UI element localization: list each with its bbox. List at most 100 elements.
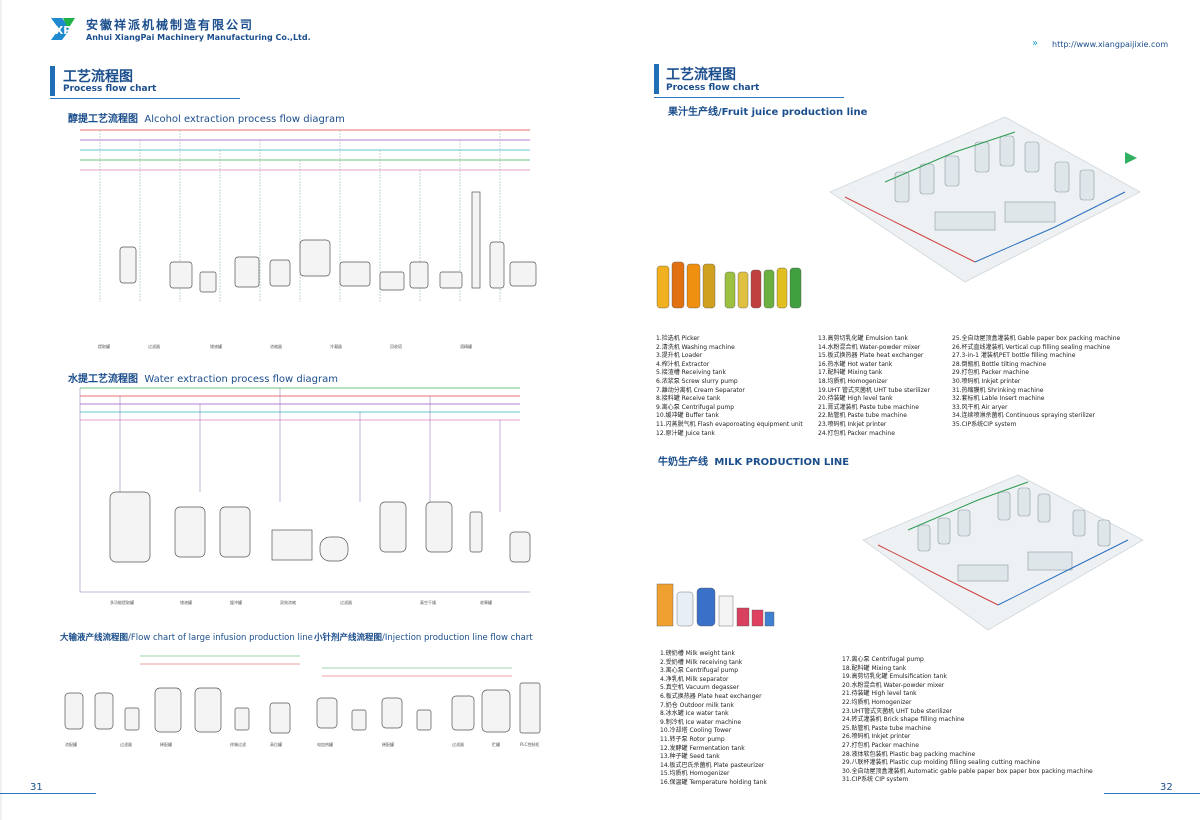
legend-item: 25.全自动屋顶盒灌装机 Gable paper box packing mac… bbox=[952, 335, 1121, 342]
water-title-cn: 水提工艺流程图 bbox=[68, 374, 138, 385]
right-page: » http://www.xiangpaijixie.com 工艺流程图 Pro… bbox=[600, 0, 1200, 820]
svg-text:过滤器: 过滤器 bbox=[148, 343, 160, 349]
legend-item: 19.UHT 管式灭菌机 UHT tube sterilizer bbox=[818, 386, 930, 394]
svg-text:酒精罐: 酒精罐 bbox=[460, 343, 472, 349]
legend-item: 1.磅奶槽 Milk weight tank bbox=[660, 650, 735, 657]
svg-text:提取罐: 提取罐 bbox=[98, 343, 110, 349]
svg-text:电加热罐: 电加热罐 bbox=[317, 741, 333, 747]
company-name-cn: 安徽祥派机械制造有限公司 bbox=[86, 18, 255, 32]
injection-flow-diagram: 电加热罐 稀配罐 过滤器 贮罐 PLC控制柜 bbox=[316, 667, 541, 747]
legend-item: 18.配料罐 Mixing tank bbox=[842, 664, 907, 672]
legend-item: 4.榨汁机 Extractor bbox=[656, 360, 710, 368]
injection-diagram-title: 小针剂产线流程图/Injection production line flow … bbox=[314, 631, 533, 643]
legend-item: 20.待装罐 High level tank bbox=[818, 395, 893, 403]
legend-item: 20.水粉混合机 Water-powder mixer bbox=[842, 681, 945, 689]
legend-item: 33.风干机 Air aryer bbox=[952, 403, 1008, 411]
legend-item: 24.打包机 Packer machine bbox=[818, 429, 895, 437]
legend-item: 7.離动分离机 Cream Separator bbox=[656, 386, 745, 394]
svg-text:过滤器: 过滤器 bbox=[452, 741, 464, 747]
legend-item: 13.高剪切乳化罐 Emulsion tank bbox=[818, 335, 909, 342]
svg-text:冷凝器: 冷凝器 bbox=[330, 343, 342, 349]
section-marker bbox=[50, 66, 55, 96]
legend-item: 8.接料罐 Receive tank bbox=[656, 395, 721, 403]
svg-text:终端过滤: 终端过滤 bbox=[230, 741, 246, 747]
svg-text:稀配罐: 稀配罐 bbox=[382, 741, 394, 747]
page-number-left: 31 bbox=[30, 782, 43, 793]
legend-item: 3.提升机 Loader bbox=[656, 352, 703, 360]
legend-item: 18.均质机 Homogenizer bbox=[818, 377, 888, 385]
legend-item: 32.套标机 Lable Insert machine bbox=[952, 395, 1045, 403]
alcohol-title-cn: 醇提工艺流程图 bbox=[68, 114, 138, 125]
flow-arrow-icon bbox=[1125, 152, 1137, 164]
svg-text:浓配罐: 浓配罐 bbox=[65, 741, 77, 747]
svg-text:缓冲罐: 缓冲罐 bbox=[230, 599, 242, 605]
legend-item: 21.待装罐 High level tank bbox=[842, 690, 917, 698]
legend-item: 35.CIP系统CIP system bbox=[952, 420, 1017, 428]
svg-text:多功能提取罐: 多功能提取罐 bbox=[110, 599, 134, 605]
legend-item: 11.转子泵 Rotor pump bbox=[660, 735, 725, 743]
legend-item: 34.连续喷淋杀菌机 Continuous spraying sterilize… bbox=[952, 412, 1096, 420]
alcohol-title-en: Alcohol extraction process flow diagram bbox=[144, 114, 345, 125]
legend-item: 27.打包机 Packer machine bbox=[842, 741, 919, 749]
infusion-title-cn: 大输液产线流程图 bbox=[60, 633, 129, 643]
milk-title-cn: 牛奶生产线 bbox=[658, 457, 708, 468]
website-link[interactable]: http://www.xiangpaijixie.com bbox=[1052, 40, 1169, 49]
legend-item: 12.原汁罐 Juice tank bbox=[656, 429, 715, 437]
legend-item: 10.冷却塔 Cooling Tower bbox=[660, 727, 732, 735]
infusion-diagram-title: 大输液产线流程图/Flow chart of large infusion pr… bbox=[60, 631, 313, 643]
svg-text:浓缩器: 浓缩器 bbox=[270, 343, 282, 349]
legend-item: 23.喷码机 Inkjet printer bbox=[818, 420, 887, 428]
legend-item: 25.贴管机 Paste tube machine bbox=[842, 724, 931, 732]
footer-line-left bbox=[0, 793, 96, 794]
legend-item: 10.缓冲罐 Buffer tank bbox=[656, 412, 719, 420]
legend-item: 5.真空机 Vacuum degasser bbox=[660, 684, 739, 692]
section-title-en: Process flow chart bbox=[666, 83, 760, 93]
injection-title-cn: 小针剂产线流程图 bbox=[314, 633, 383, 643]
section-title-cn: 工艺流程图 bbox=[63, 69, 133, 85]
svg-text:收膏罐: 收膏罐 bbox=[480, 599, 492, 605]
svg-text:双效浓缩: 双效浓缩 bbox=[280, 599, 296, 605]
legend-item: 28.液体软包装机 Plastic bag packing machine bbox=[842, 750, 976, 758]
legend-item: 21.膏式灌装机 Paste tube machine bbox=[818, 403, 919, 411]
alcohol-diagram-title: 醇提工艺流程图 Alcohol extraction process flow … bbox=[68, 110, 345, 125]
legend-item: 14.板式巴氏杀菌机 Plate pasteurizer bbox=[660, 761, 765, 769]
legend-item: 6.浓浆泵 Screw slurry pump bbox=[656, 377, 738, 385]
section-title-cn: 工艺流程图 bbox=[666, 67, 736, 83]
svg-text:储液罐: 储液罐 bbox=[210, 343, 222, 349]
injection-title-en: /Injection production line flow chart bbox=[382, 633, 533, 643]
legend-item: 16.保温罐 Temperature holding tank bbox=[660, 778, 767, 786]
legend-item: 16.热水罐 Hot water tank bbox=[818, 360, 893, 368]
legend-item: 29.打包机 Packer machine bbox=[952, 369, 1029, 377]
left-page: XP 安徽祥派机械制造有限公司 Anhui XiangPai Machinery… bbox=[0, 18, 541, 794]
infusion-flow-diagram: 浓配罐过滤器稀配罐终端过滤高位罐 bbox=[64, 655, 300, 747]
legend-item: 11.闪蒸脱气机 Flash evaporoating equipment un… bbox=[656, 420, 803, 428]
legend-item: 30.喷码机 Inkjet printer bbox=[952, 377, 1021, 385]
double-chevron-icon: » bbox=[1032, 38, 1039, 49]
legend-item: 6.板式换热器 Plate heat exchanger bbox=[660, 692, 762, 700]
legend-item: 15.板式换热器 Plate heat exchanger bbox=[818, 352, 924, 360]
svg-text:PLC控制柜: PLC控制柜 bbox=[520, 741, 539, 747]
svg-text:回收塔: 回收塔 bbox=[390, 343, 402, 349]
legend-item: 3.离心泵 Centrifugal pump bbox=[660, 667, 739, 675]
legend-item: 31.CIP系统 CIP system bbox=[842, 776, 909, 784]
svg-text:贮罐: 贮罐 bbox=[492, 741, 500, 747]
water-flow-diagram: 多功能提取罐储液罐缓冲罐双效浓缩过滤器真空干燥收膏罐 bbox=[79, 387, 531, 605]
legend-item: 12.发酵罐 Fermentation tank bbox=[660, 744, 745, 752]
legend-item: 4.净乳机 Milk separator bbox=[660, 675, 729, 683]
company-name-en: Anhui XiangPai Machinery Manufacturing C… bbox=[86, 33, 311, 42]
svg-text:储液罐: 储液罐 bbox=[180, 599, 192, 605]
juice-plant-illustration bbox=[829, 116, 1141, 283]
footer-line-right bbox=[1104, 793, 1200, 794]
svg-text:XP: XP bbox=[55, 24, 72, 37]
infusion-title-en: /Flow chart of large infusion production… bbox=[128, 633, 313, 643]
svg-text:过滤器: 过滤器 bbox=[340, 599, 352, 605]
legend-item: 28.倒瓶机 Bottle tilting machine bbox=[952, 360, 1047, 368]
milk-products-image bbox=[656, 583, 775, 627]
svg-text:高位罐: 高位罐 bbox=[270, 741, 282, 747]
legend-item: 23.UHT管式灭菌机 UHT tube sterilizer bbox=[842, 707, 953, 715]
section-underline bbox=[654, 97, 844, 98]
page-number-right: 32 bbox=[1160, 782, 1173, 793]
legend-item: 17.离心泵 Centrifugal pump bbox=[842, 656, 924, 663]
